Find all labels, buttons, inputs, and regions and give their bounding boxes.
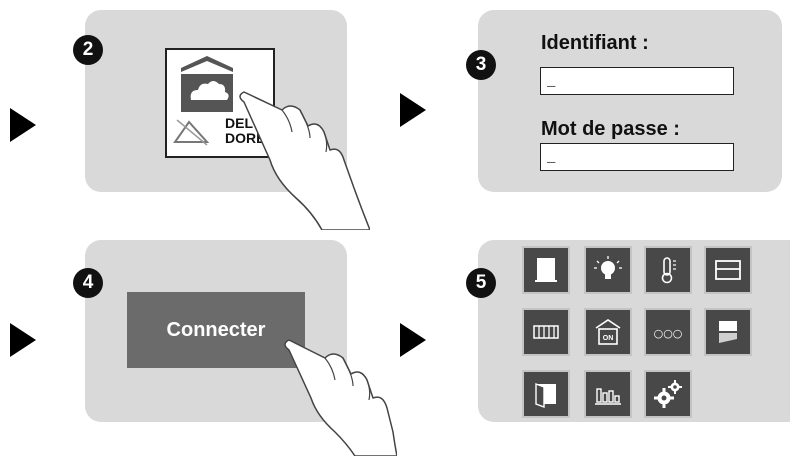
scene-icon — [719, 321, 737, 343]
step-3-panel: 3 Identifiant : _ Mot de passe : _ — [466, 10, 782, 192]
house-cloud-icon: DELTA DORE — [173, 56, 270, 146]
next-arrow-4 — [400, 323, 426, 357]
identifiant-input[interactable]: _ — [540, 67, 734, 95]
svg-text:ON: ON — [603, 335, 614, 342]
brand-line-1: DELTA — [225, 115, 270, 131]
step-2-panel: 2 DELTA DORE — [73, 10, 370, 230]
heating-tile[interactable] — [522, 308, 570, 356]
next-arrow-3 — [10, 323, 36, 357]
light-tile[interactable] — [584, 246, 632, 294]
blind-tile[interactable] — [704, 246, 752, 294]
step-5-panel: 5 — [466, 240, 790, 422]
thermometer-icon — [661, 257, 676, 284]
more-dots-icon: ○○○ — [654, 327, 683, 340]
settings-tile[interactable] — [644, 370, 692, 418]
radiator-icon — [533, 325, 559, 339]
home-mode-tile[interactable]: ON — [584, 308, 632, 356]
scene-tile[interactable] — [704, 308, 752, 356]
next-arrow-1 — [10, 108, 36, 142]
temperature-tile[interactable] — [644, 246, 692, 294]
step-2-badge: 2 — [73, 35, 103, 65]
step-4-badge: 4 — [73, 268, 103, 298]
step-3-badge: 3 — [466, 50, 496, 80]
connect-button[interactable]: Connecter — [127, 292, 305, 368]
step-5-badge: 5 — [466, 268, 496, 298]
energy-tile[interactable] — [584, 370, 632, 418]
settings-gears-icon — [654, 380, 682, 408]
more-tile[interactable]: ○○○ — [644, 308, 692, 356]
door-icon — [535, 382, 556, 409]
password-value: _ — [547, 150, 556, 166]
window-blind-icon — [715, 260, 741, 280]
shutter-tile[interactable] — [522, 246, 570, 294]
svg-text:○○○: ○○○ — [654, 327, 683, 340]
password-input[interactable]: _ — [540, 143, 734, 171]
identifiant-value: _ — [547, 74, 556, 90]
door-tile[interactable] — [522, 370, 570, 418]
light-bulb-icon — [594, 256, 622, 279]
next-arrow-2 — [400, 93, 426, 127]
home-on-icon: ON — [595, 319, 621, 345]
shutter-icon — [535, 258, 557, 282]
identifiant-label: Identifiant : — [541, 32, 649, 54]
step-4-panel: 4 Connecter — [73, 240, 397, 456]
tydom-app-icon[interactable]: DELTA DORE — [165, 48, 275, 158]
energy-bars-icon — [595, 388, 621, 405]
password-label: Mot de passe : — [541, 118, 680, 140]
brand-line-2: DORE — [225, 130, 265, 146]
